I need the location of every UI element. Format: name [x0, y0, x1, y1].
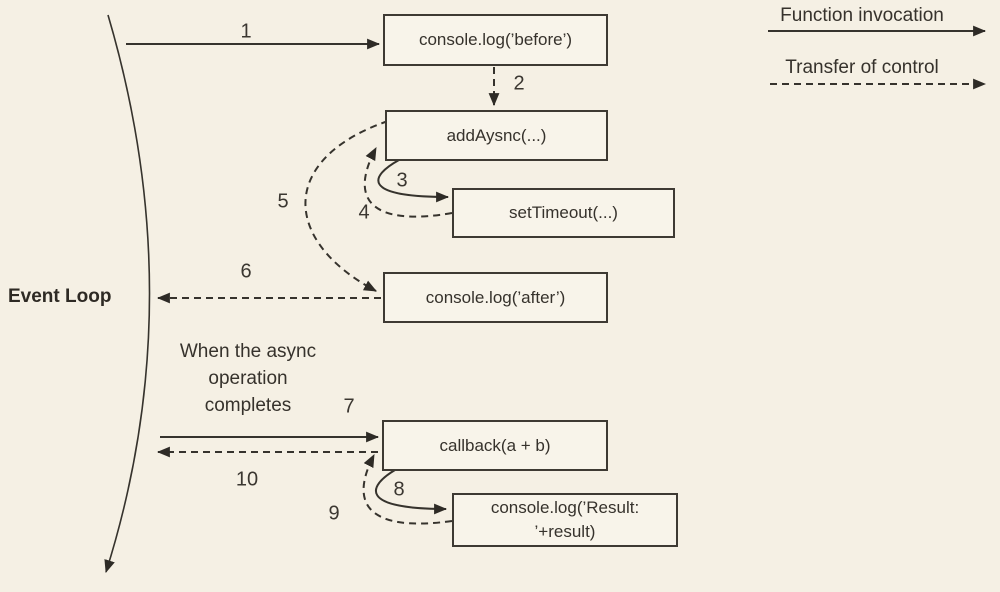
step-label-9: 9: [328, 502, 340, 525]
step-label-10: 10: [235, 468, 259, 491]
event-loop-arc: [104, 14, 151, 574]
node-add-async: addAysnc(...): [385, 110, 608, 161]
legend-transfer-of-control-label: Transfer of control: [785, 57, 939, 78]
step-label-3: 3: [396, 169, 408, 192]
step-label-1: 1: [240, 20, 252, 43]
event-loop-label: Event Loop: [8, 286, 112, 307]
step-label-4: 4: [358, 201, 370, 224]
async-completes-note: When the async operation completes: [148, 338, 348, 419]
note-line-2: operation: [208, 368, 288, 389]
note-line-1: When the async: [179, 341, 317, 362]
node-callback: callback(a + b): [382, 420, 608, 471]
step-label-8: 8: [393, 478, 405, 501]
step-label-2: 2: [513, 72, 525, 95]
node-console-log-before: console.log(’before’): [383, 14, 608, 66]
step-label-7: 7: [343, 395, 355, 418]
step-label-6: 6: [240, 260, 252, 283]
arrow-9-control-callback: [362, 454, 453, 525]
step-label-5: 5: [277, 190, 289, 213]
arrow-3-invoke-settimeout: [377, 159, 450, 203]
node-set-timeout: setTimeout(...): [452, 188, 675, 238]
node-console-log-after: console.log(’after’): [383, 272, 608, 323]
node-console-log-result: console.log(’Result: ’+result): [452, 493, 678, 547]
arrow-4-control-addasync: [363, 147, 453, 218]
arrow-8-invoke-result: [375, 469, 448, 515]
arrow-5-control-after: [304, 120, 389, 292]
legend-function-invocation-label: Function invocation: [780, 5, 944, 26]
note-line-3: completes: [204, 395, 292, 416]
